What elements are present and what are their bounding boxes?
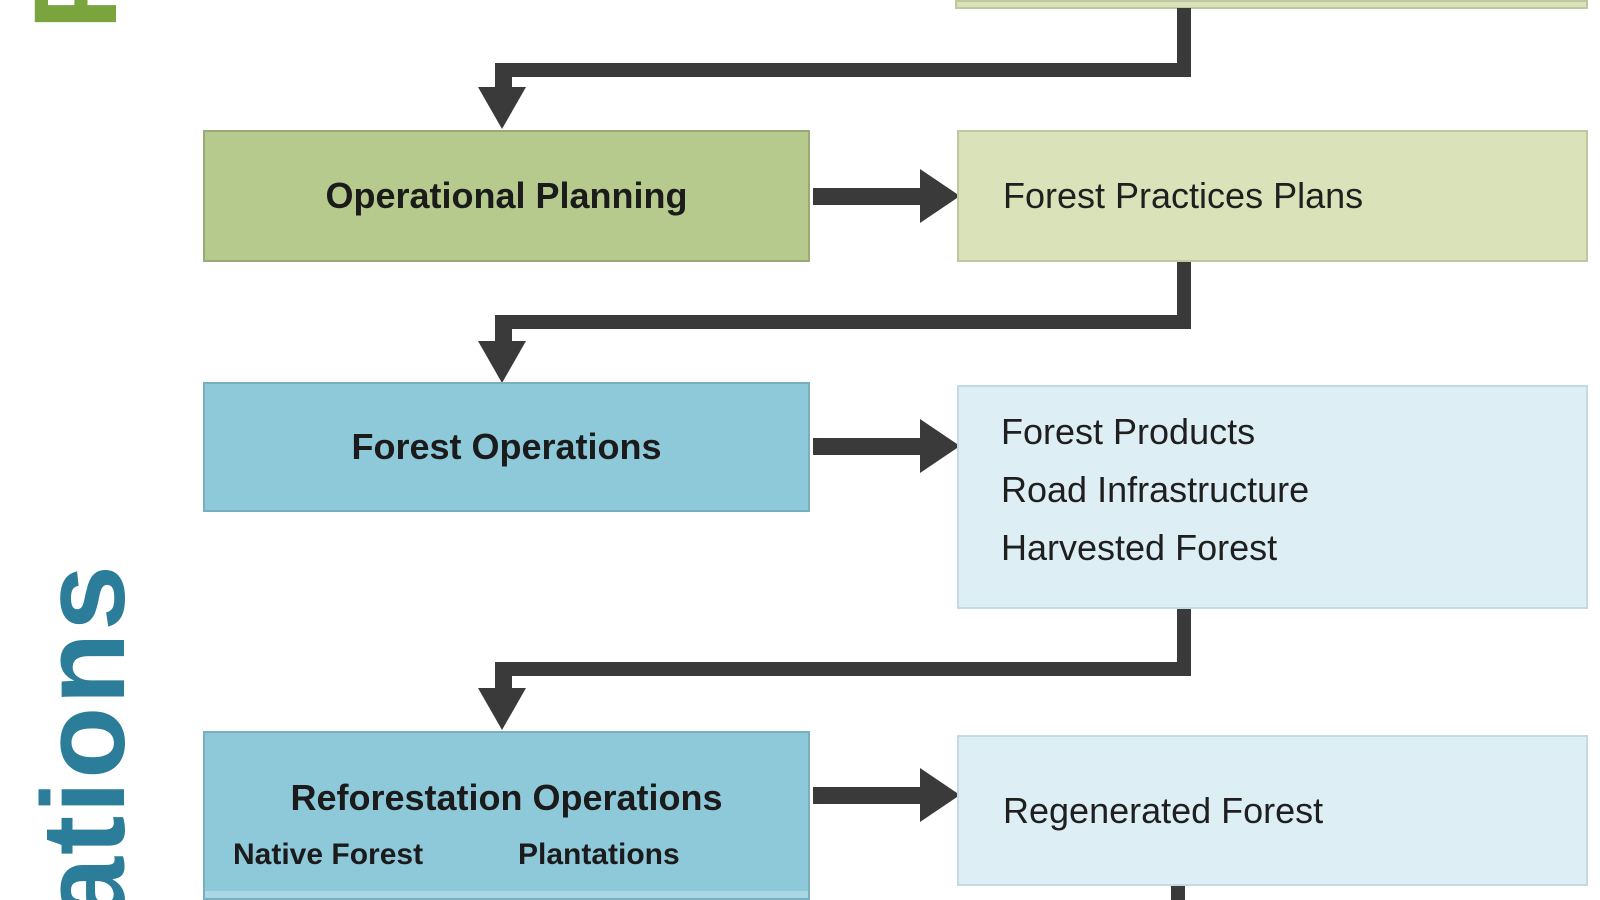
forest-operations-box: Forest Operations (203, 382, 810, 512)
forest-operations-label: Forest Operations (351, 426, 662, 467)
arrow-3-shaft (813, 787, 920, 804)
road-infrastructure-label: Road Infrastructure (1001, 469, 1310, 510)
connector-3-arrowhead-icon (478, 688, 526, 730)
connector-3-horizontal (495, 662, 1191, 676)
reforestation-sub-box-strip (205, 891, 808, 898)
forest-practices-plans-label: Forest Practices Plans (1003, 175, 1364, 216)
arrow-2-head-icon (920, 419, 960, 473)
cropped-top-output-box (955, 0, 1588, 9)
native-forest-label: Native Forest (233, 838, 424, 871)
planning-section-label: Planning (8, 0, 144, 30)
operations-section-label: Operations (18, 563, 150, 900)
connector-4-vertical (1171, 886, 1185, 900)
arrow-3-head-icon (920, 768, 960, 822)
plantations-label: Plantations (518, 838, 680, 871)
connector-1-arrowhead-icon (478, 87, 526, 129)
reforestation-operations-box: Reforestation Operations Native Forest P… (203, 731, 810, 900)
arrow-2-shaft (813, 438, 920, 455)
connector-3-vertical (1177, 609, 1191, 669)
connector-3-stub (495, 662, 512, 690)
connector-2-stub (495, 315, 512, 343)
connector-1-horizontal (495, 63, 1191, 77)
operational-planning-label: Operational Planning (325, 175, 688, 216)
connector-1-stub (495, 63, 512, 89)
harvested-forest-label: Harvested Forest (1001, 527, 1278, 568)
regenerated-forest-label: Regenerated Forest (1003, 789, 1324, 831)
regenerated-forest-box: Regenerated Forest (957, 735, 1588, 886)
connector-1-vertical (1177, 8, 1191, 70)
forest-products-label: Forest Products (1001, 411, 1256, 452)
arrow-1-head-icon (920, 169, 960, 223)
operational-planning-box: Operational Planning (203, 130, 810, 262)
arrow-1-shaft (813, 188, 920, 205)
reforestation-operations-label: Reforestation Operations (290, 777, 723, 818)
connector-2-vertical (1177, 262, 1191, 322)
connector-2-horizontal (495, 315, 1191, 329)
connector-2-arrowhead-icon (478, 341, 526, 383)
forest-practices-plans-box: Forest Practices Plans (957, 130, 1588, 262)
forest-outputs-box: Forest Products Road Infrastructure Harv… (957, 385, 1588, 609)
